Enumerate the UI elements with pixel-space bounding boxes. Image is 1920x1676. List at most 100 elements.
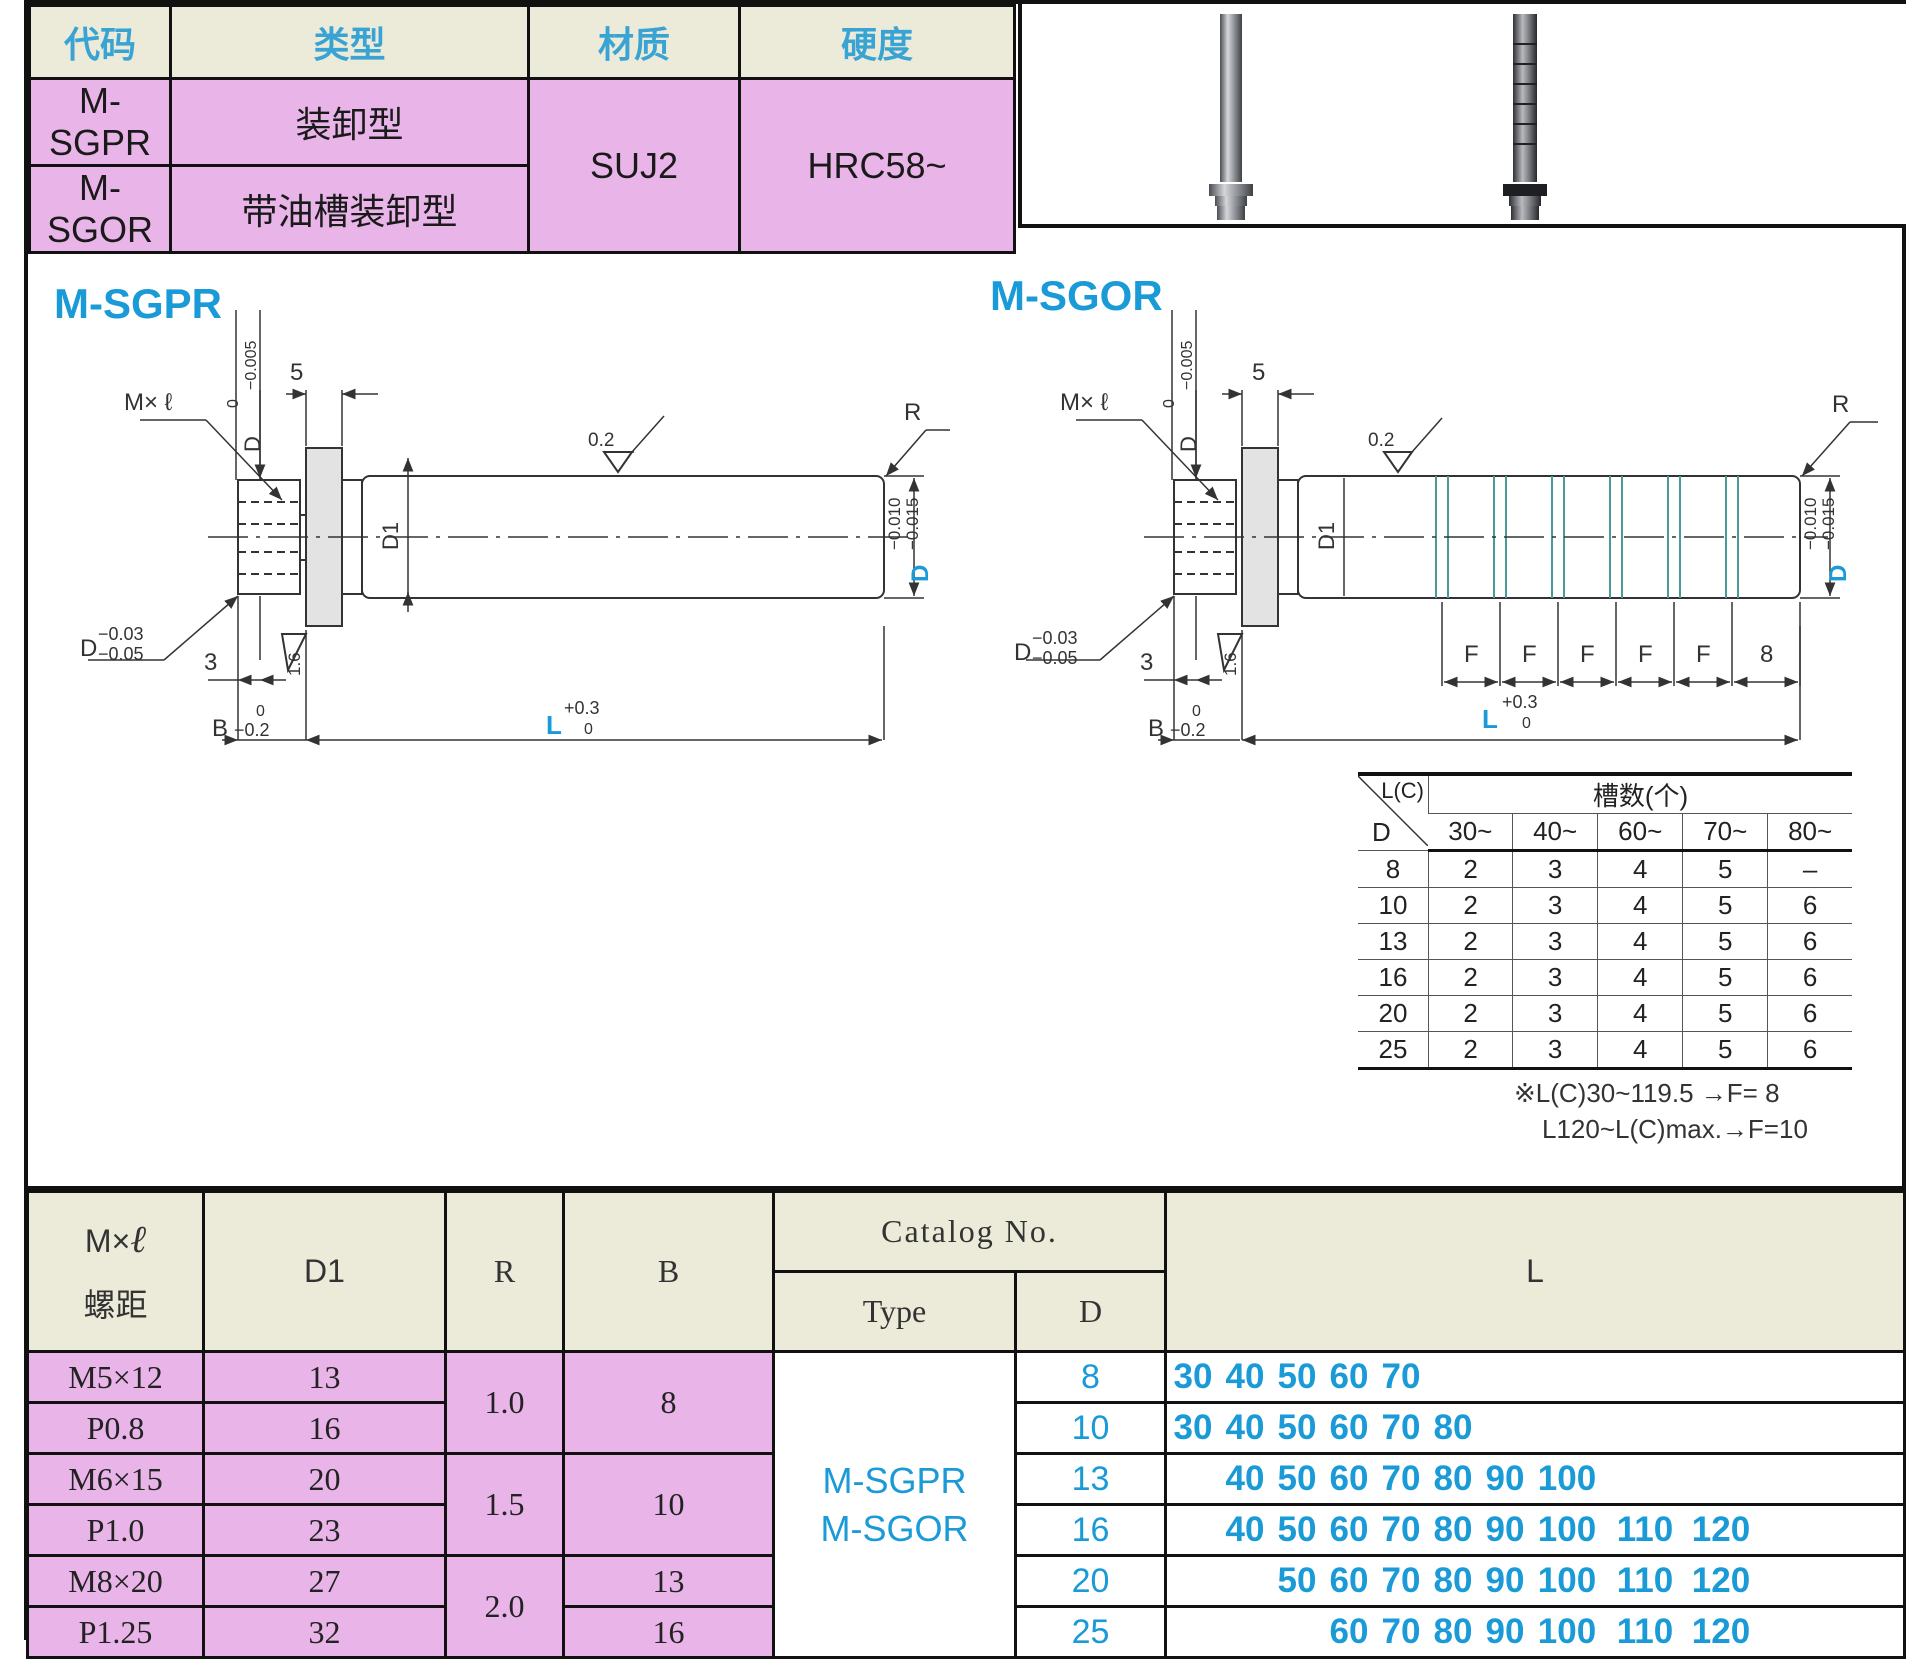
l-value: 40	[1225, 1408, 1265, 1447]
groove-corner-lc: L(C)	[1381, 778, 1424, 803]
spec-type: 装卸型	[169, 77, 530, 167]
l-value: 60	[1329, 1459, 1369, 1498]
spec-code: M-SGOR	[28, 164, 172, 254]
product-photo	[1209, 14, 1547, 220]
l-value: 40	[1225, 1459, 1265, 1498]
groove-col: 70~	[1682, 813, 1768, 852]
r-value: 1.5	[444, 1452, 565, 1557]
l-value: 40	[1225, 1357, 1265, 1396]
l-value: 90	[1485, 1510, 1525, 1549]
spec-table: 代码 类型 材质 硬度 M-SGPR 装卸型 SUJ2 HRC58~ M-SGO…	[28, 4, 1016, 254]
label-d-tol-sub: −0.005	[1179, 341, 1196, 390]
l-value: 70	[1381, 1612, 1421, 1651]
l-value: 120	[1691, 1510, 1751, 1549]
groove-cell: 3	[1512, 1031, 1598, 1070]
thread-size: M5×12	[26, 1350, 205, 1404]
l-value: 90	[1485, 1459, 1525, 1498]
header-d: D	[1014, 1270, 1167, 1353]
l-value: 60	[1329, 1561, 1369, 1600]
label-d1: D1	[1314, 522, 1339, 550]
r-value: 2.0	[444, 1554, 565, 1659]
header-thread: M×ℓ 螺距	[26, 1190, 205, 1353]
d-value: 10	[1014, 1401, 1167, 1455]
l-value: 60	[1329, 1612, 1369, 1651]
label-d-tol-sup: 0	[225, 399, 242, 408]
label-d-tol: D	[240, 436, 265, 452]
label-d-end: D	[1825, 565, 1852, 582]
label-d-end: D	[907, 565, 934, 582]
groove-cell: 4	[1597, 959, 1683, 996]
spec-material: SUJ2	[527, 77, 741, 254]
groove-col: 40~	[1512, 813, 1598, 852]
groove-cell: 5	[1682, 1031, 1768, 1070]
l-value: 50	[1277, 1561, 1317, 1600]
groove-cell: 3	[1512, 923, 1598, 960]
l-value: 70	[1381, 1408, 1421, 1447]
label-three: 3	[1140, 649, 1153, 676]
d1-value: 13	[202, 1350, 447, 1404]
spec-type: 带油槽装卸型	[169, 164, 530, 254]
groove-cell: 3	[1512, 850, 1598, 888]
groove-corner: L(C) D	[1358, 772, 1429, 851]
label-five: 5	[290, 359, 303, 386]
groove-cell: 6	[1767, 1031, 1852, 1070]
l-value: 90	[1485, 1561, 1525, 1600]
l-value: 30	[1173, 1357, 1213, 1396]
label-b-sup: 0	[1192, 703, 1201, 720]
groove-d: 13	[1358, 923, 1429, 960]
b-value: 10	[562, 1452, 775, 1557]
d1-value: 27	[202, 1554, 447, 1608]
label-b-sub: −0.2	[1170, 720, 1206, 740]
groove-cell: 3	[1512, 887, 1598, 924]
label-roughness2: 1.6	[1221, 652, 1240, 676]
label-f: F	[1580, 641, 1595, 668]
groove-cell: 4	[1597, 850, 1683, 888]
groove-d: 16	[1358, 959, 1429, 996]
groove-cell: 2	[1427, 923, 1513, 960]
type-name: M-SGPR	[822, 1459, 967, 1501]
d1-value: 23	[202, 1503, 447, 1557]
label-b: B	[1148, 715, 1164, 742]
l-value: 50	[1277, 1408, 1317, 1447]
label-b-sub: −0.2	[234, 720, 270, 740]
l-value: 30	[1173, 1408, 1213, 1447]
label-r: R	[904, 399, 921, 426]
thread-size: M6×15	[26, 1452, 205, 1506]
label-d-tol: D	[1176, 436, 1201, 452]
label-l-sup: +0.3	[1502, 692, 1538, 712]
groove-cell: 2	[1427, 1031, 1513, 1070]
label-l: L	[1482, 704, 1498, 734]
label-f: F	[1696, 641, 1711, 668]
label-three: 3	[204, 649, 217, 676]
l-value: 70	[1381, 1357, 1421, 1396]
label-d-low: D	[1014, 639, 1031, 666]
label-roughness2: 1.6	[285, 652, 304, 676]
groove-title: 槽数(个)	[1428, 772, 1852, 814]
label-d-low-tol: −0.05	[98, 644, 144, 664]
l-value: 100	[1537, 1561, 1597, 1600]
sgpr-drawing	[88, 310, 950, 746]
sgpr-pin-photo	[1209, 14, 1253, 220]
technical-drawing: M-SGPR M-SGOR	[28, 230, 1906, 1190]
l-value: 80	[1433, 1612, 1473, 1651]
groove-cell: 6	[1767, 959, 1852, 996]
groove-cell: 2	[1427, 995, 1513, 1032]
groove-col: 80~	[1767, 813, 1852, 852]
label-d-low-tol: −0.05	[1032, 648, 1078, 668]
d-value: 20	[1014, 1554, 1167, 1608]
